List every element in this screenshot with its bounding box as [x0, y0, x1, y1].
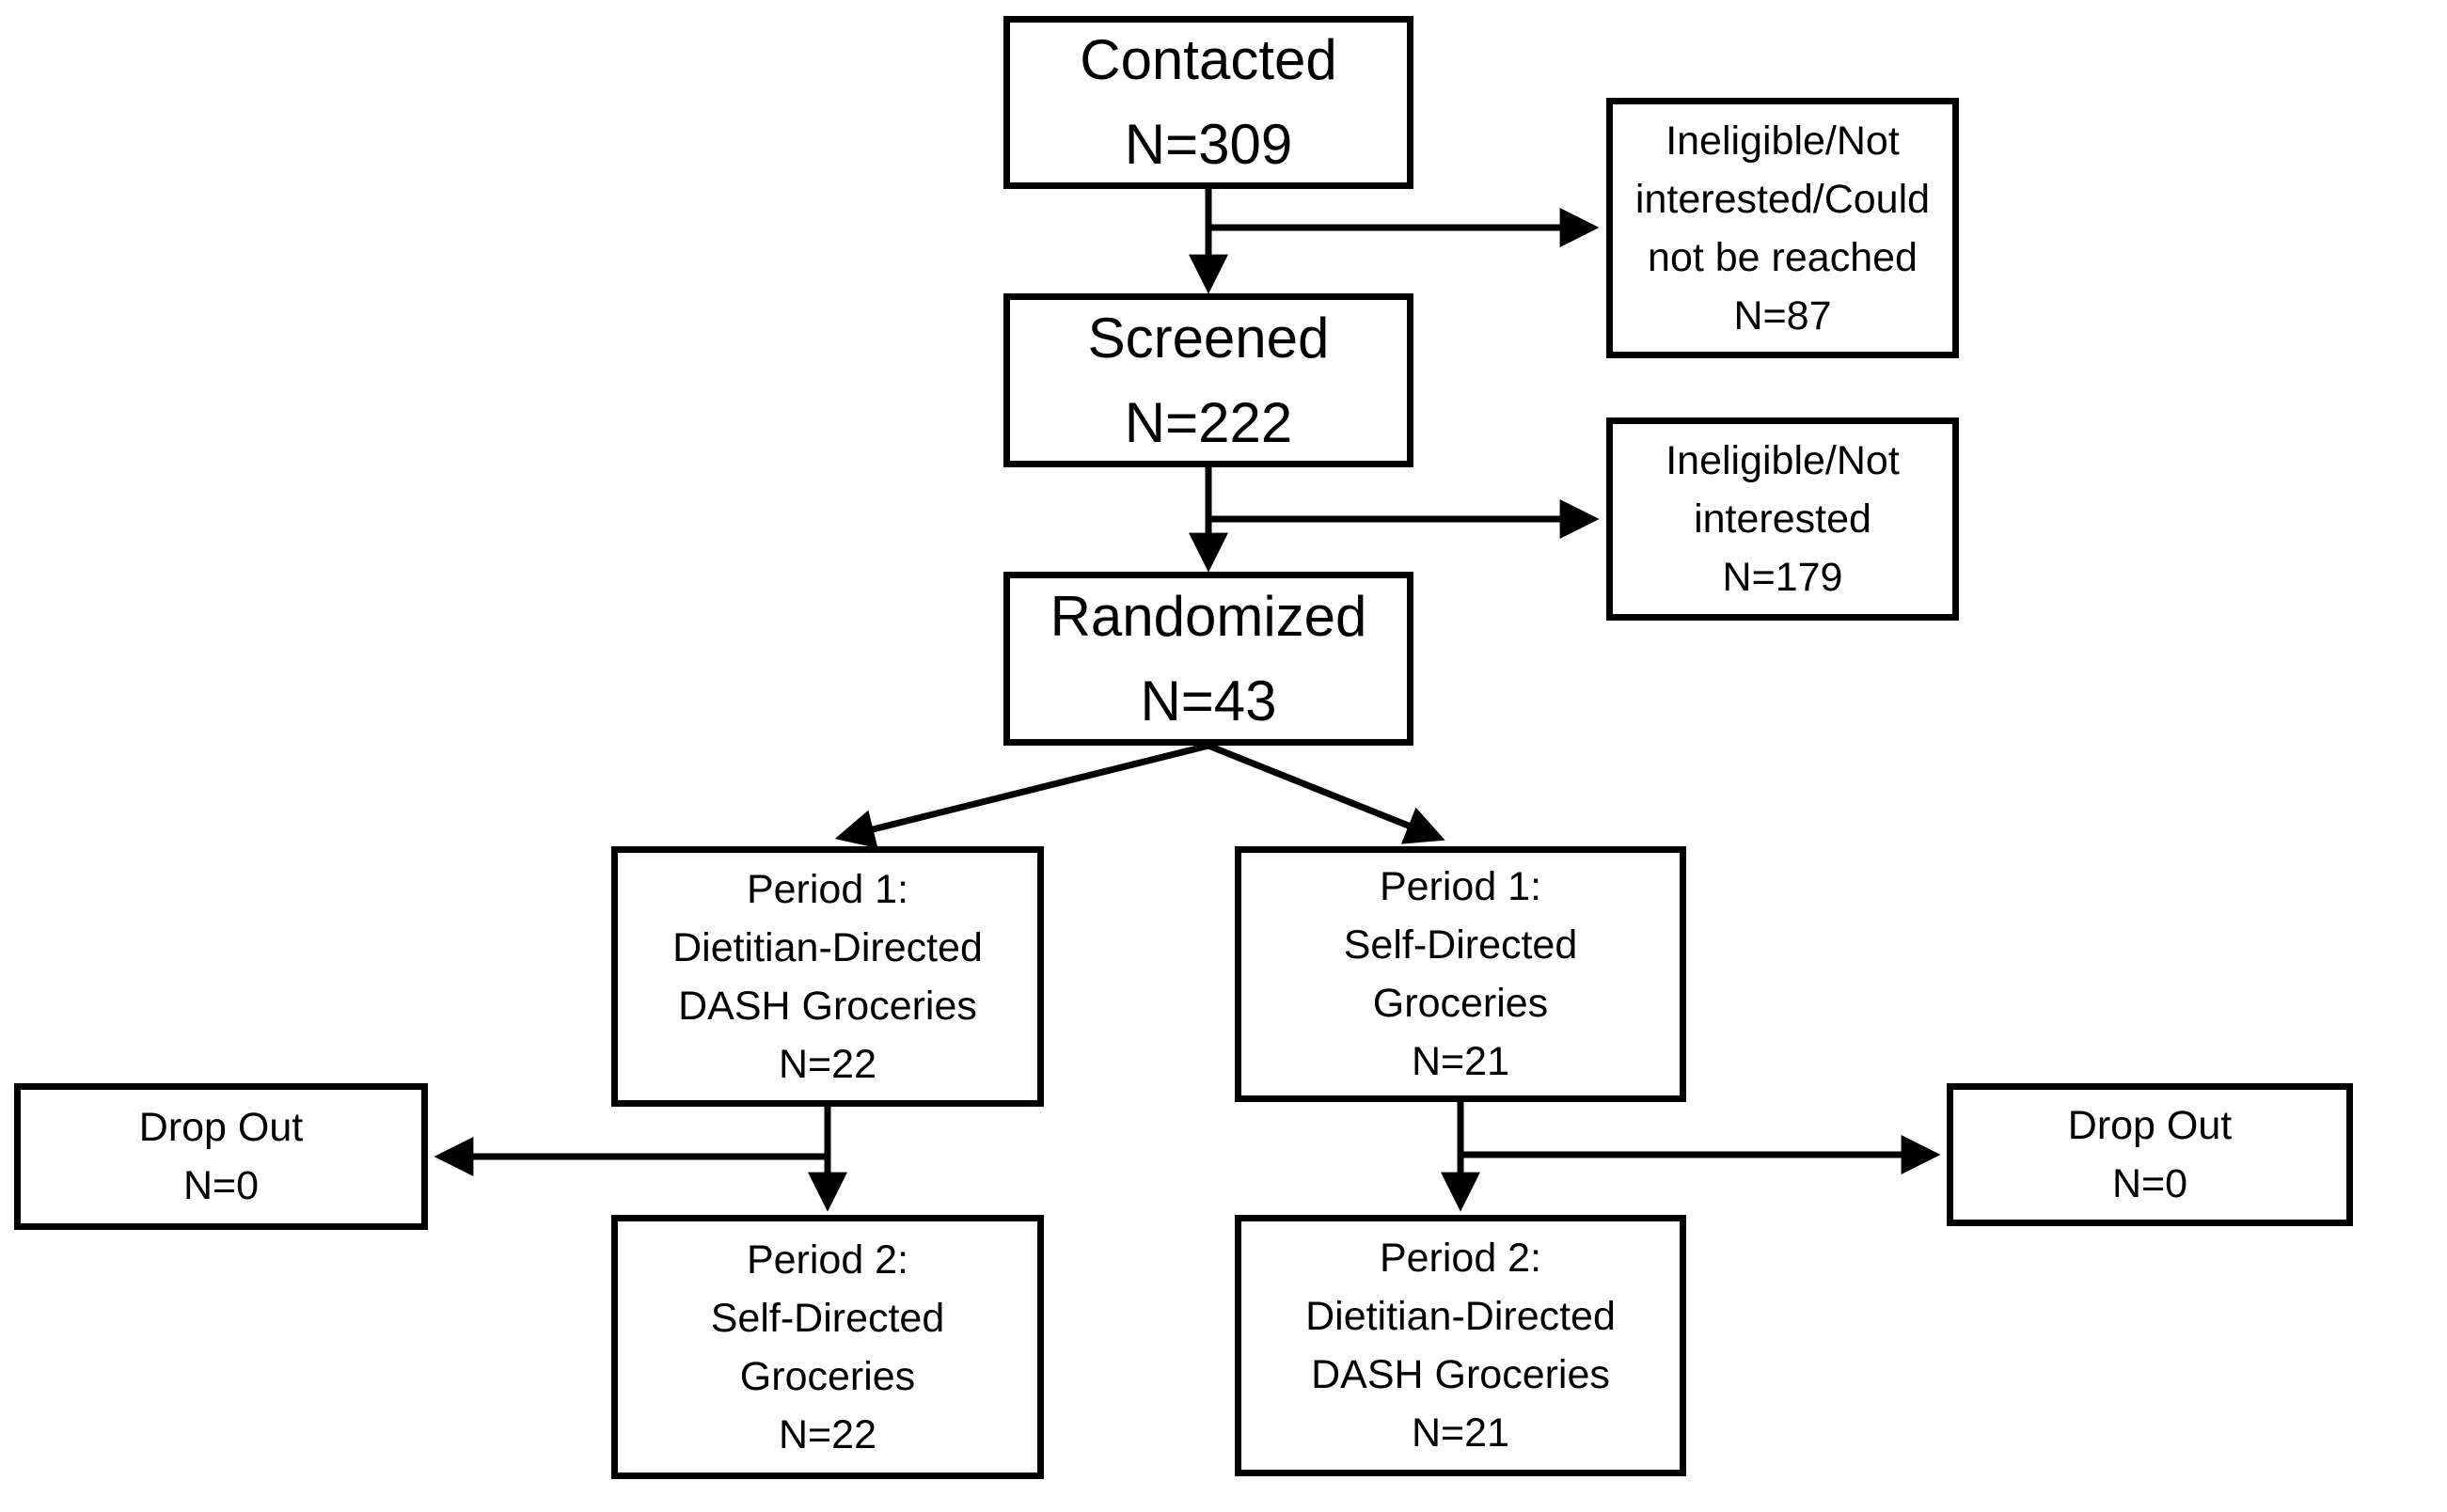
box-period2-self-directed-label: Period 2: Self-Directed Groceries N=22 — [710, 1236, 945, 1457]
box-contacted: Contacted N=309 — [1003, 16, 1413, 189]
box-randomized-label: Randomized N=43 — [1050, 584, 1367, 732]
box-period1-dietitian-dash-label: Period 1: Dietitian-Directed DASH Grocer… — [672, 866, 983, 1087]
box-ineligible-not-reached: Ineligible/Not interested/Could not be r… — [1606, 98, 1959, 358]
box-ineligible-not-reached-label: Ineligible/Not interested/Could not be r… — [1634, 118, 1931, 339]
box-contacted-label: Contacted N=309 — [1080, 28, 1337, 176]
box-period2-dietitian-dash-label: Period 2: Dietitian-Directed DASH Grocer… — [1305, 1236, 1616, 1456]
box-dropout-left-label: Drop Out N=0 — [138, 1105, 304, 1208]
box-period1-dietitian-dash: Period 1: Dietitian-Directed DASH Grocer… — [611, 846, 1044, 1107]
box-dropout-right-label: Drop Out N=0 — [2067, 1103, 2233, 1206]
box-period2-dietitian-dash: Period 2: Dietitian-Directed DASH Grocer… — [1235, 1215, 1686, 1476]
arrow-randomized-to-period1-self — [1207, 742, 1445, 844]
box-screened: Screened N=222 — [1003, 293, 1413, 467]
box-dropout-right: Drop Out N=0 — [1947, 1083, 2353, 1226]
arrow-randomized-to-period1-dietitian — [834, 742, 1209, 849]
box-ineligible-not-interested: Ineligible/Not interested N=179 — [1606, 417, 1959, 621]
box-randomized: Randomized N=43 — [1003, 572, 1413, 746]
box-ineligible-not-interested-label: Ineligible/Not interested N=179 — [1666, 438, 1900, 600]
box-period2-self-directed: Period 2: Self-Directed Groceries N=22 — [611, 1215, 1044, 1479]
box-screened-label: Screened N=222 — [1087, 306, 1330, 454]
box-period1-self-directed-label: Period 1: Self-Directed Groceries N=21 — [1343, 864, 1578, 1084]
box-period1-self-directed: Period 1: Self-Directed Groceries N=21 — [1235, 846, 1686, 1102]
box-dropout-left: Drop Out N=0 — [14, 1083, 428, 1230]
